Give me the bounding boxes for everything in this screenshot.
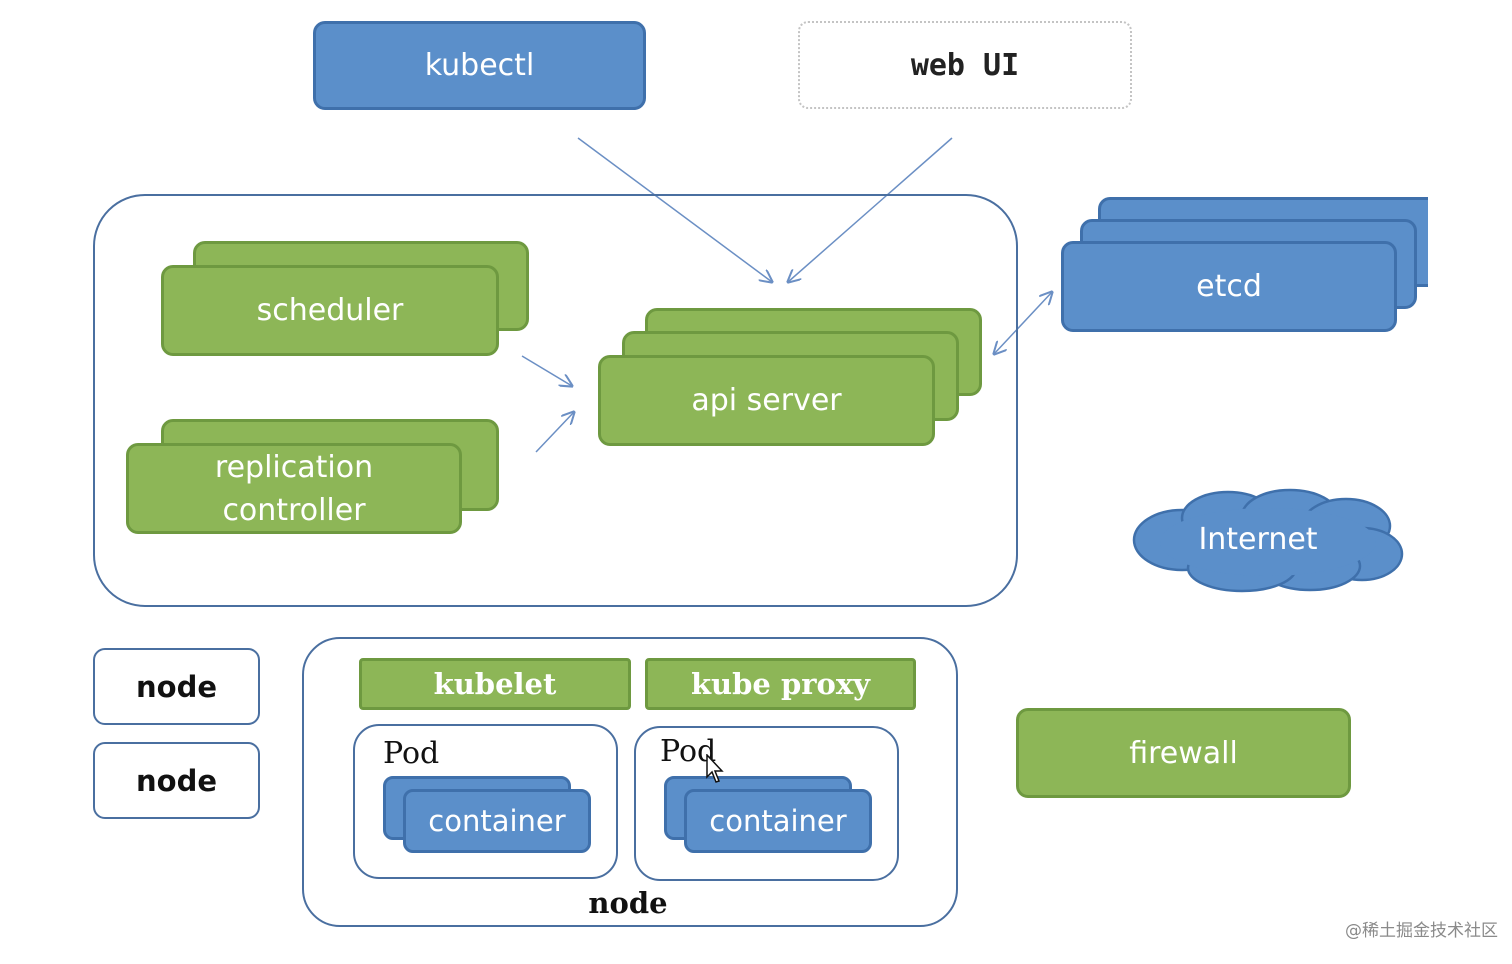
kube-proxy-label: kube proxy [690,667,871,701]
firewall-label: firewall [1129,735,1238,771]
replication-controller-label-2: controller [222,492,366,528]
master-outline [93,194,1018,607]
kubectl-box: kubectl [313,21,646,110]
main-node-label: node [588,886,668,920]
replication-controller-label-1: replication [214,449,374,485]
arrow-etcd-api [994,292,1052,354]
web-ui-box: web UI [798,21,1132,109]
container-label-1: container [428,804,566,838]
api-server-label: api server [691,383,842,418]
node-box-1: node [93,648,260,725]
replication-controller-box: replication controller [126,443,462,534]
mouse-cursor-icon [706,754,724,783]
arrow-scheduler-to-api [521,355,572,386]
etcd-box: etcd [1061,241,1397,332]
node-box-2: node [93,742,260,819]
kubelet-box: kubelet [359,658,631,710]
kubectl-label: kubectl [424,48,535,83]
api-server-box: api server [598,355,935,446]
arrow-webui-to-api [788,137,953,282]
pod-box-1 [353,724,618,879]
container-box-1: container [403,789,591,853]
kube-proxy-box: kube proxy [645,658,916,710]
web-ui-label: web UI [910,47,1020,83]
kubelet-label: kubelet [433,667,557,701]
arrow-controller-to-api [535,412,574,453]
internet-cloud-icon [1132,488,1404,593]
node-label-1: node [136,669,217,704]
pod-box-2 [634,726,899,881]
internet-label: Internet [1198,521,1318,557]
firewall-box: firewall [1016,708,1351,798]
arrow-kubectl-to-api [577,137,772,282]
pod-label-1: Pod [383,736,440,771]
scheduler-label: scheduler [256,293,404,328]
etcd-label: etcd [1196,269,1262,304]
container-label-2: container [709,804,847,838]
watermark: @稀土掘金技术社区 [1345,921,1498,941]
scheduler-box: scheduler [161,265,499,356]
container-box-2: container [684,789,872,853]
main-node-outline [302,637,958,927]
node-label-2: node [136,763,217,798]
